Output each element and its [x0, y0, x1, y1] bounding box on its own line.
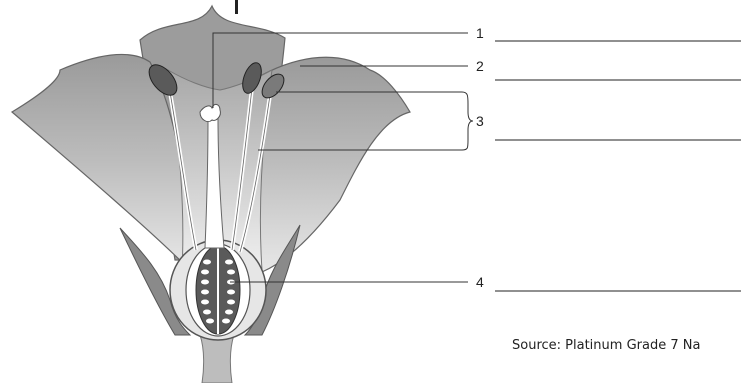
- stalk: [200, 335, 234, 383]
- source-text: Source: Platinum Grade 7 Na: [512, 338, 700, 353]
- answer-lines: [495, 41, 741, 291]
- label-4: 4: [476, 274, 484, 290]
- top-cut-mark: [235, 0, 238, 14]
- brace-3: [462, 92, 473, 150]
- label-2: 2: [476, 58, 484, 74]
- label-3: 3: [476, 113, 484, 129]
- label-1: 1: [476, 25, 484, 41]
